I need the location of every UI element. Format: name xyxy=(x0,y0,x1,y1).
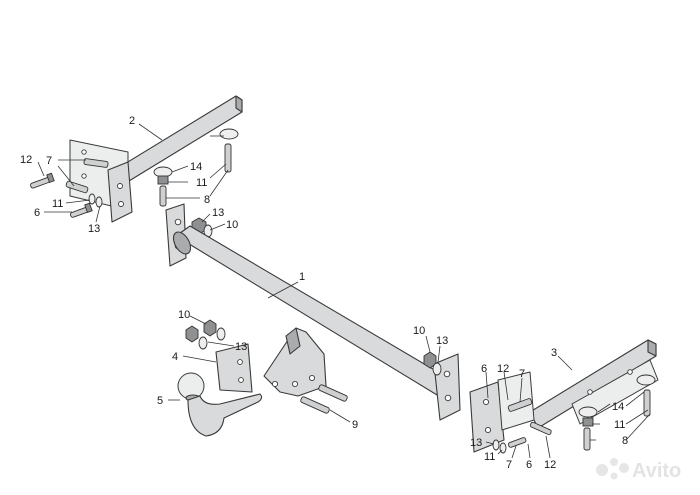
callout-9: 9 xyxy=(352,419,358,431)
avito-watermark: Avito xyxy=(596,458,681,482)
callout-11: 11 xyxy=(196,177,207,189)
callout-6: 6 xyxy=(34,207,40,219)
callout-12: 12 xyxy=(544,459,556,471)
callout-13: 13 xyxy=(235,341,247,353)
callout-3: 3 xyxy=(551,347,557,359)
callout-10: 10 xyxy=(413,325,425,337)
callout-7: 7 xyxy=(506,459,512,471)
left-side-member xyxy=(69,95,243,223)
callout-7: 7 xyxy=(519,368,525,380)
callout-8: 8 xyxy=(204,194,210,206)
callout-14: 14 xyxy=(190,161,202,173)
callout-13: 13 xyxy=(470,437,482,449)
callout-13: 13 xyxy=(88,223,100,235)
callout-11: 11 xyxy=(614,419,625,431)
callout-12: 12 xyxy=(20,154,32,166)
avito-logo-icon xyxy=(596,458,629,480)
right-side-member xyxy=(469,339,659,454)
callout-6: 6 xyxy=(526,459,532,471)
ball-mount xyxy=(177,319,263,437)
mid-hardware xyxy=(300,351,442,414)
left-hardware xyxy=(30,128,239,238)
callout-10: 10 xyxy=(178,309,190,321)
callout-11: 11 xyxy=(52,198,63,210)
callout-13: 13 xyxy=(436,335,448,347)
callout-1: 1 xyxy=(299,271,305,283)
callout-11: 11 xyxy=(484,451,495,463)
leader-lines xyxy=(37,123,651,459)
callout-7: 7 xyxy=(46,155,52,167)
callout-12: 12 xyxy=(497,363,509,375)
callout-2: 2 xyxy=(129,115,135,127)
callout-5: 5 xyxy=(157,395,163,407)
callout-labels: 2 12 7 11 6 13 14 11 8 13 10 1 10 13 4 5… xyxy=(20,115,628,471)
callout-6: 6 xyxy=(481,363,487,375)
callout-8: 8 xyxy=(622,435,628,447)
callout-4: 4 xyxy=(172,351,178,363)
callout-14: 14 xyxy=(612,401,624,413)
callout-13: 13 xyxy=(212,207,224,219)
main-crossbar xyxy=(165,203,461,421)
callout-10: 10 xyxy=(226,219,238,231)
watermark-text: Avito xyxy=(632,460,681,482)
